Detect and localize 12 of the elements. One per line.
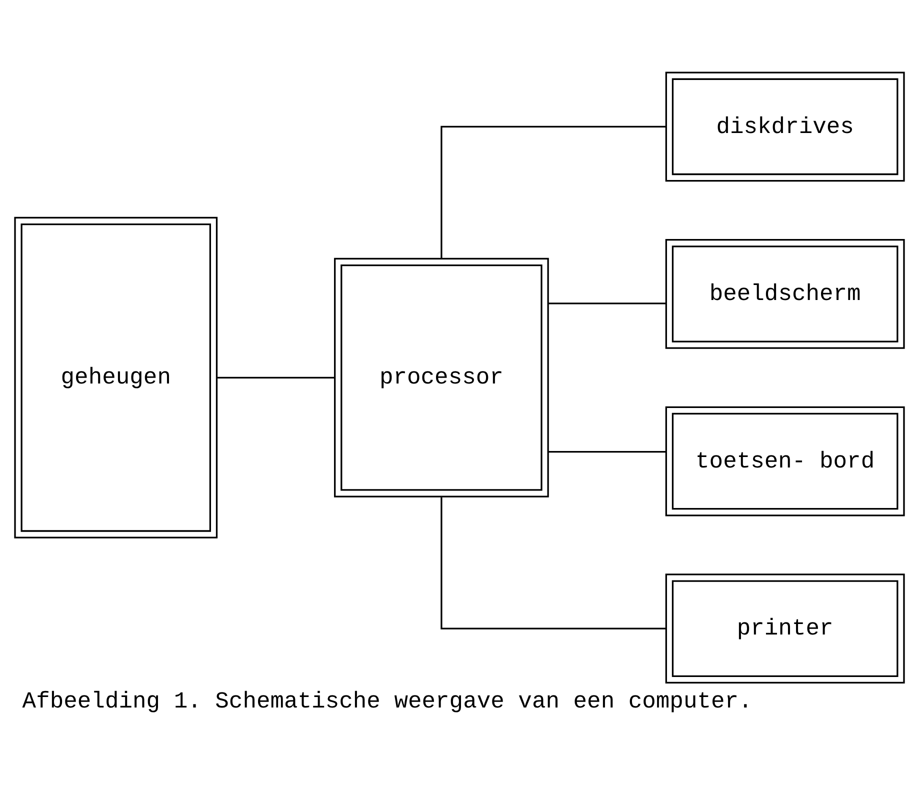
- connector: [548, 302, 666, 304]
- caption: Afbeelding 1. Schematische weergave van een computer.: [22, 688, 752, 715]
- node-box: geheugen: [14, 216, 218, 538]
- connector: [440, 497, 666, 630]
- node-box: beeldscherm: [665, 239, 905, 349]
- connector: [548, 451, 666, 453]
- connector: [217, 376, 335, 378]
- node-box: toetsen- bord: [665, 406, 905, 516]
- node-box: diskdrives: [665, 72, 905, 182]
- node-box: printer: [665, 574, 905, 684]
- node-box: processor: [334, 258, 549, 498]
- connector: [440, 126, 666, 258]
